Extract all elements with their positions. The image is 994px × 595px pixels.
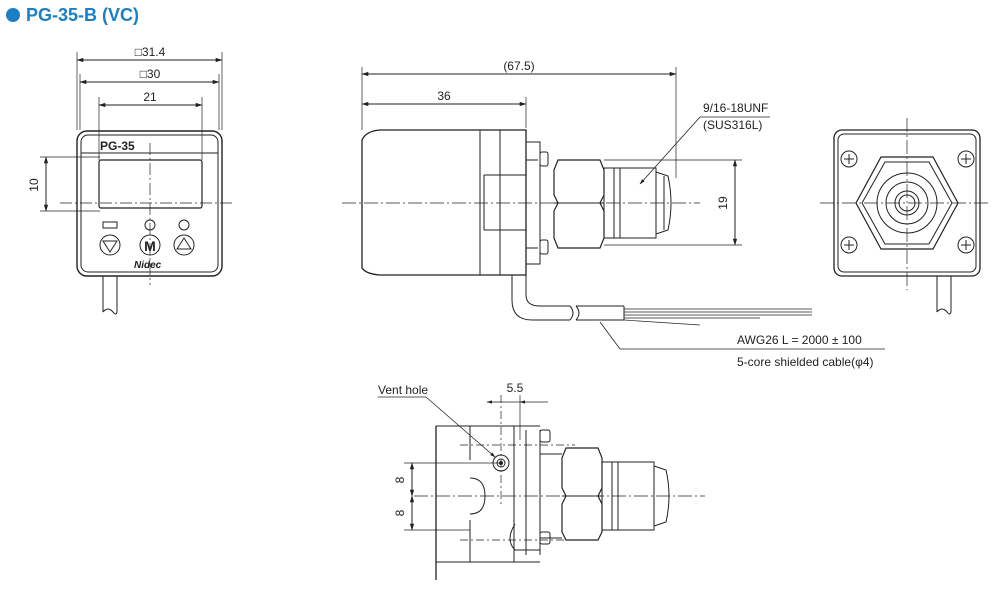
dim-body: 36 bbox=[437, 89, 451, 103]
brand-logo: Nidec bbox=[134, 260, 162, 271]
thread-callout-line2: (SUS316L) bbox=[703, 118, 762, 132]
back-view bbox=[820, 118, 990, 315]
page-title: PG-35-B (VC) bbox=[6, 4, 139, 26]
title-bullet-icon bbox=[6, 8, 20, 22]
dim-lower-8: 8 bbox=[393, 509, 407, 516]
dim-overall: (67.5) bbox=[503, 59, 534, 73]
screw-icon bbox=[840, 150, 858, 168]
thread-callout-line1: 9/16-18UNF bbox=[703, 101, 768, 115]
dim-width: 21 bbox=[143, 90, 157, 104]
vent-hole-label: Vent hole bbox=[378, 383, 428, 397]
screw-icon bbox=[957, 150, 975, 168]
screw-icon bbox=[957, 236, 975, 254]
dim-inner: □30 bbox=[140, 67, 161, 81]
dim-vent-offset: 5.5 bbox=[507, 381, 524, 395]
up-button-icon bbox=[173, 234, 195, 256]
dim-upper-8: 8 bbox=[393, 476, 407, 483]
down-button-icon bbox=[99, 234, 121, 256]
screw-icon bbox=[840, 236, 858, 254]
mode-button-icon bbox=[139, 234, 161, 256]
title-text: PG-35-B (VC) bbox=[26, 4, 140, 25]
cable-callout-line1: AWG26 L = 2000 ± 100 bbox=[737, 333, 862, 347]
bottom-view bbox=[378, 395, 705, 580]
dim-height: 10 bbox=[27, 178, 41, 192]
mode-button-label: M bbox=[144, 238, 156, 254]
cable-callout-line2: 5-core shielded cable(φ4) bbox=[737, 355, 874, 369]
side-view bbox=[342, 67, 885, 350]
front-view bbox=[40, 52, 235, 315]
dim-outer: □31.4 bbox=[135, 45, 166, 59]
model-label: PG-35 bbox=[100, 139, 135, 153]
dim-hex-height: 19 bbox=[716, 196, 730, 210]
